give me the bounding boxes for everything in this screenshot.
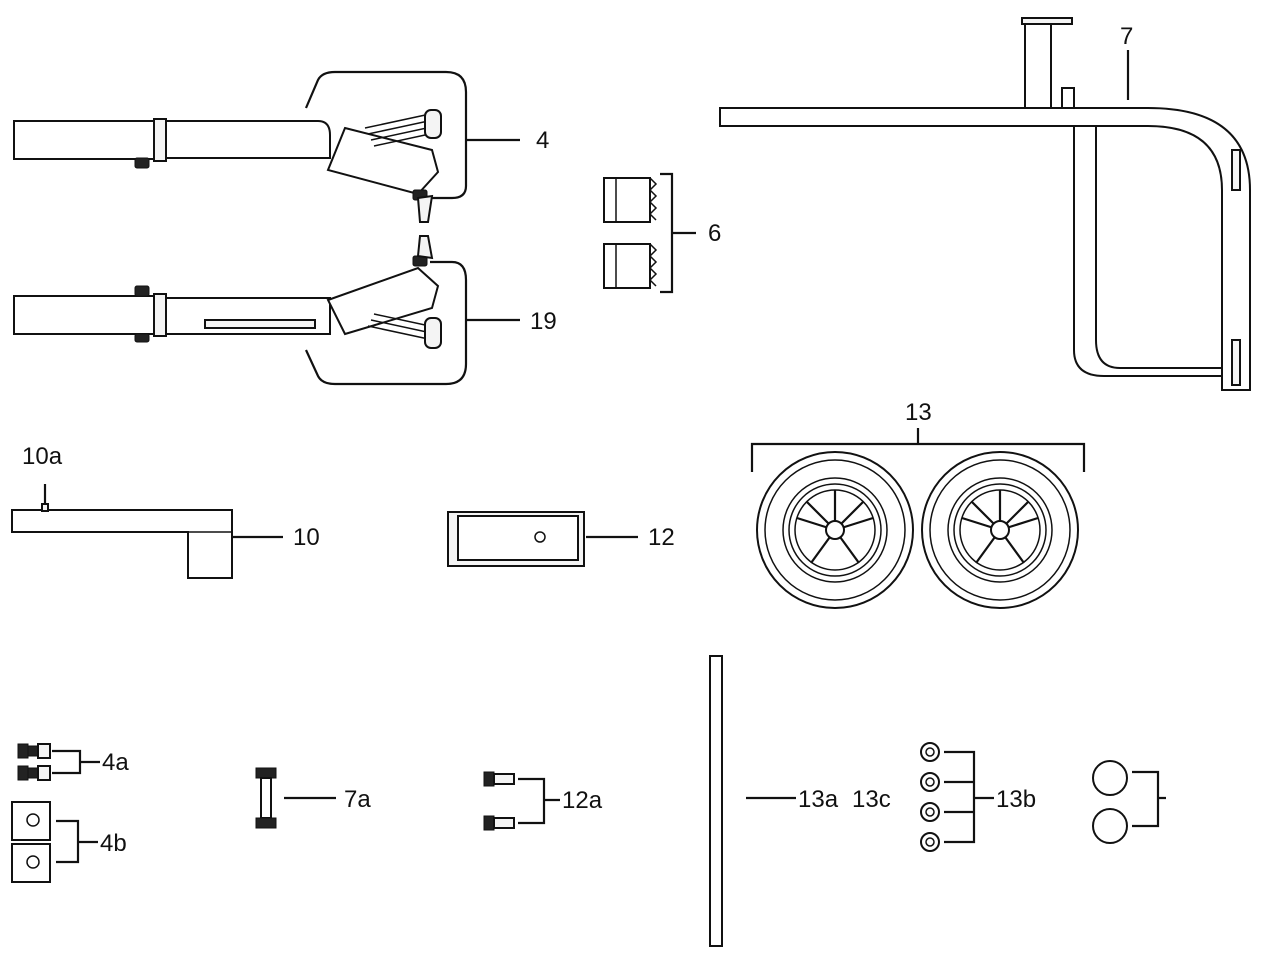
label-4b: 4b	[100, 830, 127, 857]
part-4a-bolts	[17, 743, 100, 781]
part-4-arm-assembly	[13, 70, 520, 223]
part-12a-bolts	[483, 771, 560, 831]
label-13a: 13a	[798, 786, 839, 813]
wheel-left	[756, 451, 914, 609]
part-4b-plates	[11, 801, 98, 883]
label-13: 13	[905, 399, 932, 426]
part-7a-bolt	[255, 767, 336, 829]
label-4a: 4a	[102, 749, 129, 776]
part-10-bracket	[11, 484, 283, 579]
label-10: 10	[293, 524, 320, 551]
label-19: 19	[530, 308, 557, 335]
part-12-sleeve	[447, 511, 638, 567]
label-4: 4	[536, 127, 549, 154]
label-13b: 13b	[996, 786, 1036, 813]
label-10a: 10a	[22, 443, 63, 470]
label-13c: 13c	[852, 786, 891, 813]
wheel-right	[921, 451, 1079, 609]
label-6: 6	[708, 220, 721, 247]
part-13a-axle	[709, 655, 796, 947]
label-12a: 12a	[562, 787, 603, 814]
label-12: 12	[648, 524, 675, 551]
label-7a: 7a	[344, 786, 371, 813]
part-13c-caps	[1092, 760, 1166, 844]
part-7-frame	[719, 17, 1251, 391]
part-13-wheels	[750, 428, 1086, 609]
part-19-arm-assembly	[13, 235, 520, 386]
part-13b-washers	[920, 742, 994, 852]
label-7: 7	[1120, 23, 1133, 50]
part-6-pads	[603, 172, 696, 294]
